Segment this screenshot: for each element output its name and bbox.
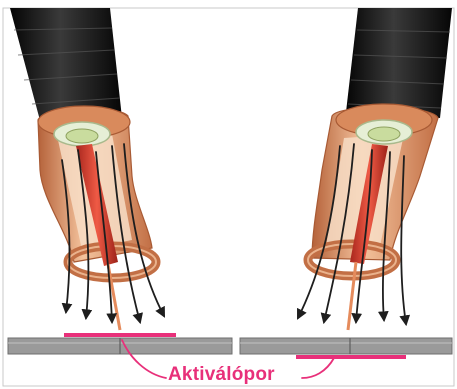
torch-left xyxy=(10,8,164,330)
torch-right xyxy=(298,8,452,330)
flux-powder-layer-top xyxy=(64,333,176,337)
flux-powder-layer-bottom xyxy=(296,355,406,359)
hose-right xyxy=(346,8,452,118)
flux-powder-label: Aktiválópor xyxy=(168,364,275,386)
workpiece-right xyxy=(240,338,452,354)
workpiece-left xyxy=(8,338,232,354)
